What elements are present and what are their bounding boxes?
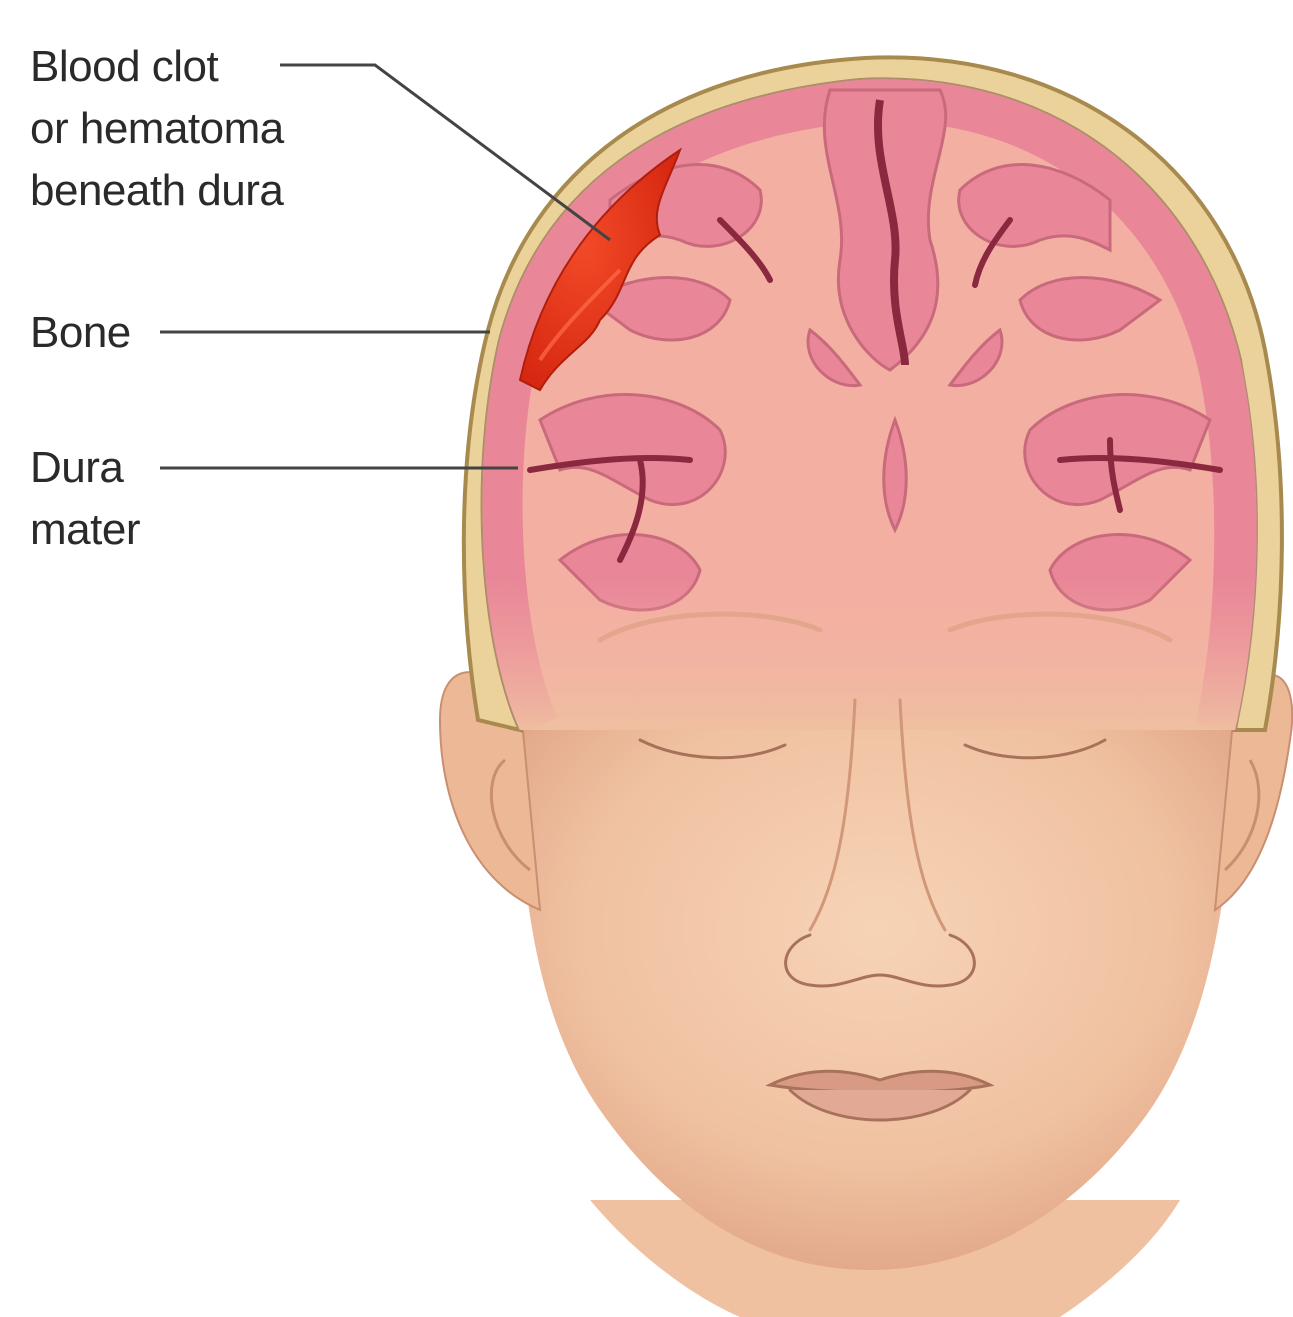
face: [519, 700, 1235, 1270]
label-blood-clot-line-3: beneath dura: [30, 160, 284, 222]
label-dura-line-2: mater: [30, 499, 140, 561]
label-bone: Bone: [30, 302, 131, 364]
label-dura-line-1: Dura: [30, 437, 140, 499]
label-bone-line-1: Bone: [30, 302, 131, 364]
label-blood-clot: Blood clot or hematoma beneath dura: [30, 36, 284, 222]
label-blood-clot-line-2: or hematoma: [30, 98, 284, 160]
label-blood-clot-line-1: Blood clot: [30, 36, 284, 98]
label-dura-mater: Dura mater: [30, 437, 140, 561]
